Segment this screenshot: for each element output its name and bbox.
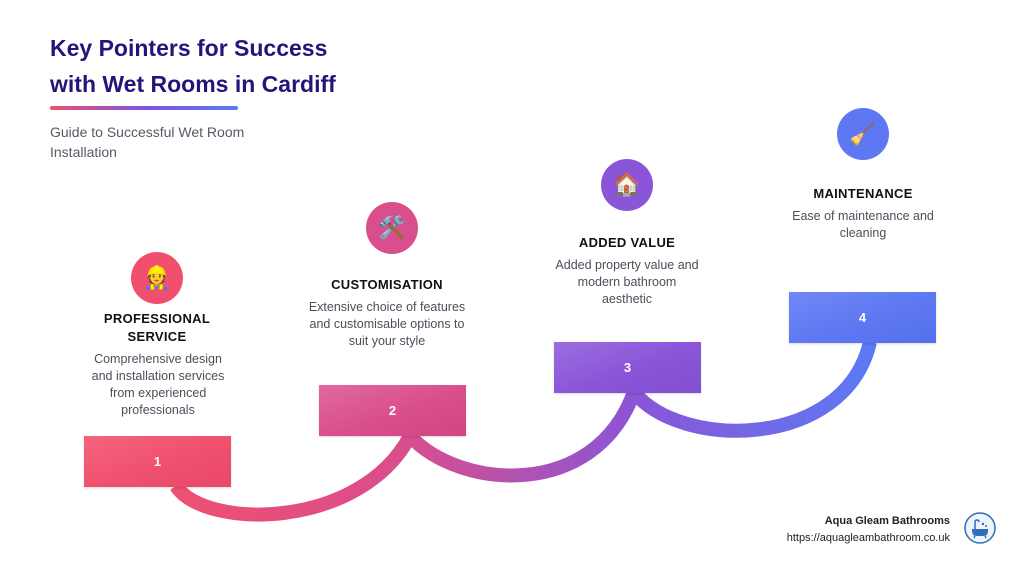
broom-icon: 🧹 — [837, 108, 889, 160]
step-4-heading: MAINTENANCE — [813, 186, 913, 201]
step-4-box: 4 — [789, 292, 936, 343]
page-title: Key Pointers for Success with Wet Rooms … — [50, 35, 336, 97]
brand-url[interactable]: https://aquagleambathroom.co.uk — [786, 532, 950, 544]
step-1-heading: PROFESSIONAL SERVICE — [103, 311, 211, 344]
brand-name: Aqua Gleam Bathrooms — [824, 515, 950, 527]
page-subtitle: Guide to Successful Wet Room Installatio… — [50, 124, 245, 160]
step-2-box: 2 — [319, 385, 466, 436]
bathtub-icon — [964, 512, 996, 544]
hammer-and-wrench-icon: 🛠️ — [366, 202, 418, 254]
connecting-path — [170, 340, 877, 522]
step-4-description: Ease of maintenance and cleaning — [792, 209, 934, 240]
step-2-number: 2 — [388, 403, 397, 418]
step-3-number: 3 — [623, 360, 632, 375]
step-4-number: 4 — [858, 310, 867, 325]
step-1-box: 1 — [84, 436, 231, 487]
step-2-description: Extensive choice of features and customi… — [308, 300, 466, 348]
step-1-number: 1 — [153, 454, 162, 469]
house-icon: 🏠 — [601, 159, 653, 211]
step-3-heading: ADDED VALUE — [578, 235, 676, 250]
step-2-heading: CUSTOMISATION — [331, 277, 443, 292]
step-1-description: Comprehensive design and installation se… — [91, 352, 225, 417]
title-underline — [50, 106, 238, 110]
construction-worker-icon: 👷 — [131, 252, 183, 304]
step-3-description: Added property value and modern bathroom… — [555, 258, 699, 306]
step-3-box: 3 — [554, 342, 701, 393]
